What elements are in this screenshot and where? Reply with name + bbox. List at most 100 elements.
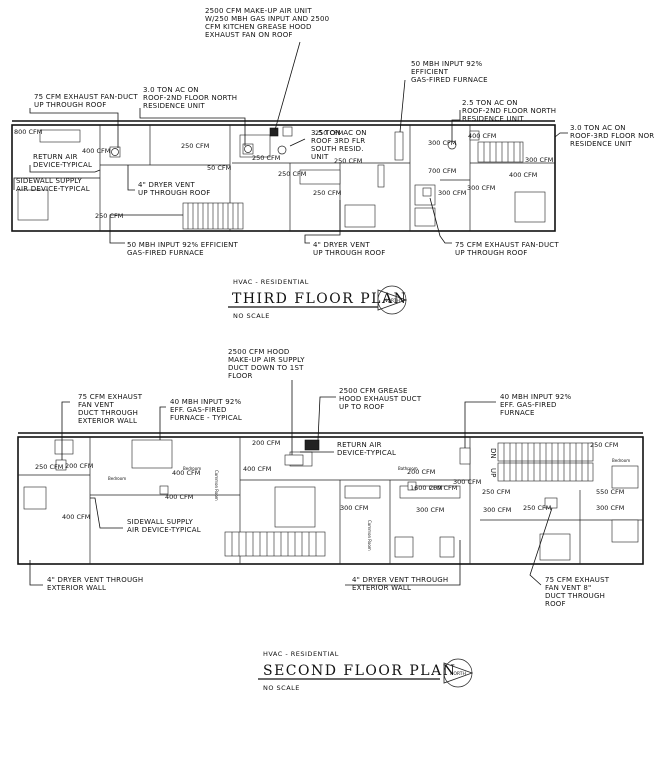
cfm-label: 250 CFM — [181, 142, 209, 150]
second-floor-stair: DN UP — [489, 442, 594, 482]
makeup-air-unit-icon — [269, 127, 279, 137]
note-furnace-bottom: 50 MBH INPUT 92% EFFICIENT GAS-FIRED FUR… — [127, 241, 240, 257]
note-exhaust-bottom: 75 CFM EXHAUST FAN-DUCT UP THROUGH ROOF — [455, 241, 561, 257]
cfm-label: 400 CFM — [243, 465, 271, 473]
north-label: NORTH — [450, 671, 466, 677]
room-label: Bedroom — [183, 466, 201, 471]
cfm-label: 300 CFM — [525, 156, 553, 164]
cfm-label: 700 CFM — [428, 167, 456, 175]
note-dryer-mid: 4" DRYER VENT THROUGH EXTERIOR WALL — [352, 576, 451, 592]
cfm-label: 250 CFM — [252, 154, 280, 162]
third-floor-equipment — [109, 126, 480, 197]
note-furnace-top: 50 MBH INPUT 92% EFFICIENT GAS-FIRED FUR… — [411, 60, 488, 84]
note-exhaust-top: 75 CFM EXHAUST FAN-DUCT UP THROUGH ROOF — [34, 93, 140, 109]
room-label: Bathroom — [398, 466, 418, 471]
cfm-label: 400 CFM — [165, 493, 193, 501]
cfm-label: 400 CFM — [509, 171, 537, 179]
cfm-label: 550 CFM — [596, 488, 624, 496]
exhaust-fan-icon — [422, 187, 432, 197]
exhaust-fan-icon — [544, 497, 558, 509]
second-floor-stair-lower — [224, 531, 326, 557]
cfm-label: 400 CFM — [172, 469, 200, 477]
note-furnace-right: 40 MBH INPUT 92% EFF. GAS-FIRED FURNACE — [500, 393, 574, 417]
supply-register-icon — [159, 485, 169, 495]
cfm-label: 50 CFM — [207, 164, 231, 172]
cfm-label: 250 CFM — [334, 157, 362, 165]
furnace-icon — [284, 454, 304, 466]
room-label: Bedroom — [108, 476, 126, 481]
note-hood-makeup: 2500 CFM HOOD MAKE-UP AIR SUPPLY DUCT DO… — [228, 348, 307, 380]
scale-note: NO SCALE — [233, 312, 270, 320]
second-floor-room-labels: Bedroom Common Room Bedroom Common Room … — [108, 458, 630, 551]
second-floor-cfm-labels: 250 CFM 200 CFM 400 CFM 400 CFM 400 CFM … — [35, 439, 624, 521]
cfm-label: 250 CFM — [590, 441, 618, 449]
note-grease-hood: 2500 CFM GREASE HOOD EXHAUST DUCT UP TO … — [339, 387, 424, 411]
supply-register-icon — [407, 481, 417, 491]
category-label: HVAC - RESIDENTIAL — [233, 278, 309, 286]
cfm-label: 250 CFM — [95, 212, 123, 220]
note-makeup-air: 2500 CFM MAKE-UP AIR UNIT W/250 MBH GAS … — [205, 7, 332, 39]
cfm-label: 200 CFM — [429, 484, 457, 492]
second-floor-outline — [17, 436, 644, 565]
second-floor-notes: 2500 CFM HOOD MAKE-UP AIR SUPPLY DUCT DO… — [47, 348, 612, 608]
ac-unit-icon — [469, 130, 480, 141]
cfm-label: 300 CFM — [483, 506, 511, 514]
note-dryer-left: 4" DRYER VENT UP THROUGH ROOF — [138, 181, 210, 197]
category-label: HVAC - RESIDENTIAL — [263, 650, 339, 658]
note-return-air: RETURN AIR DEVICE-TYPICAL — [337, 441, 396, 457]
note-return-air: RETURN AIR DEVICE-TYPICAL — [33, 153, 92, 169]
furnace-icon — [459, 447, 471, 465]
cfm-label: 250 CFM — [482, 488, 510, 496]
room-label: Common Room — [214, 470, 219, 501]
note-dryer-left: 4" DRYER VENT THROUGH EXTERIOR WALL — [47, 576, 146, 592]
north-label: NORTH — [384, 298, 400, 304]
cfm-label: 300 CFM — [453, 478, 481, 486]
note-ac-35ton: 3.5 TON AC ON ROOF 3RD FLR SOUTH RESID. … — [311, 129, 369, 161]
cfm-label: 200 CFM — [252, 439, 280, 447]
cfm-label: 1600 CFM — [410, 484, 443, 492]
stair-dn-label: DN — [489, 448, 497, 459]
room-label: Common Room — [367, 520, 372, 551]
exhaust-fan-icon — [109, 146, 121, 158]
ac-unit-icon — [242, 143, 254, 155]
cfm-label: 300 CFM — [438, 189, 466, 197]
cfm-label: 300 CFM — [428, 139, 456, 147]
cfm-label: 250 CFM — [35, 463, 63, 471]
note-sidewall-supply: SIDEWALL SUPPLY AIR DEVICE-TYPICAL — [16, 177, 90, 193]
third-floor-outline — [11, 124, 556, 232]
second-floor-leaders — [29, 380, 553, 586]
cfm-label: 300 CFM — [340, 504, 368, 512]
note-ac-3ton-north: 3.0 TON AC ON ROOF-2ND FLOOR NORTH RESID… — [143, 86, 240, 110]
scale-note: NO SCALE — [263, 684, 300, 692]
ac-unit-icon — [277, 145, 287, 155]
third-floor-notes: 2500 CFM MAKE-UP AIR UNIT W/250 MBH GAS … — [16, 7, 657, 257]
note-furnace-left: 40 MBH INPUT 92% EFF. GAS-FIRED FURNACE … — [170, 398, 244, 422]
cfm-label: 400 CFM — [82, 147, 110, 155]
room-label: Bedroom — [612, 458, 630, 463]
plan-title: THIRD FLOOR PLAN — [232, 291, 407, 307]
cfm-label: 300 CFM — [596, 504, 624, 512]
note-dryer-bottom: 4" DRYER VENT UP THROUGH ROOF — [313, 241, 385, 257]
third-floor-partitions — [99, 125, 555, 231]
cfm-label: 250 CFM — [523, 504, 551, 512]
note-ac-3ton-right: 3.0 TON AC ON ROOF-3RD FLOOR NOR RESIDEN… — [570, 124, 657, 148]
cfm-label: 200 CFM — [65, 462, 93, 470]
cfm-label: 300 CFM — [416, 506, 444, 514]
cfm-label: 250 CFM — [315, 129, 343, 137]
note-exhaust-right: 75 CFM EXHAUST FAN VENT 8" DUCT THROUGH … — [545, 576, 612, 608]
cfm-label: 400 CFM — [62, 513, 90, 521]
cfm-label: 300 CFM — [467, 184, 495, 192]
third-floor-cfm-labels: 800 CFM 400 CFM 250 CFM 50 CFM 250 CFM 2… — [14, 128, 553, 220]
third-floor-furnace-bank — [182, 202, 244, 230]
second-floor-plan: DN UP — [17, 348, 644, 692]
cfm-label: 250 CFM — [278, 170, 306, 178]
third-floor-stair — [477, 141, 524, 163]
exhaust-fan-icon — [55, 459, 67, 471]
note-exhaust-left: 75 CFM EXHAUST FAN VENT DUCT THROUGH EXT… — [78, 393, 145, 425]
third-floor-title-block: HVAC - RESIDENTIAL THIRD FLOOR PLAN NO S… — [228, 278, 408, 320]
grease-hood-icon — [304, 439, 320, 451]
third-floor-plan: 2500 CFM MAKE-UP AIR UNIT W/250 MBH GAS … — [11, 7, 657, 320]
plan-title: SECOND FLOOR PLAN — [263, 663, 456, 679]
cfm-label: 250 CFM — [313, 189, 341, 197]
